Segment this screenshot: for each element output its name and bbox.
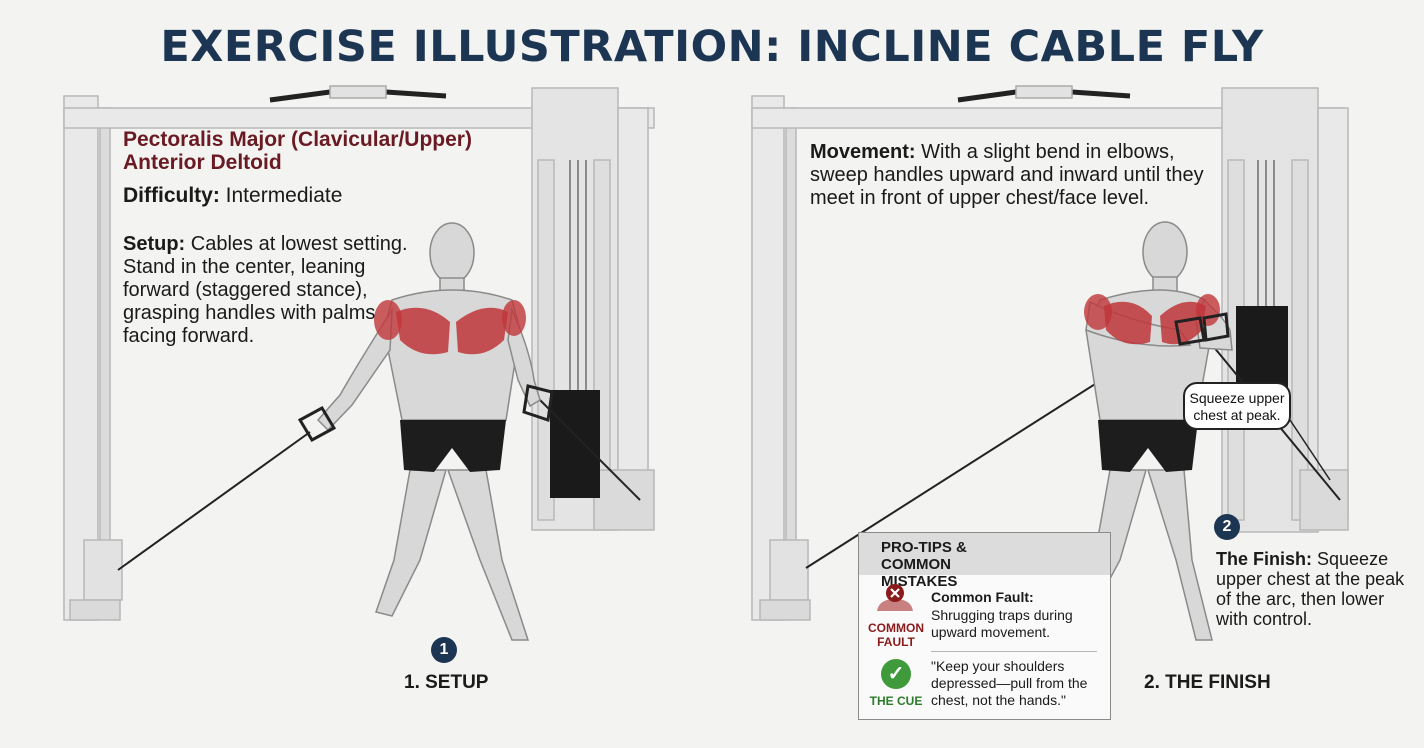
difficulty-value: Intermediate: [225, 184, 343, 207]
difficulty: Difficulty: Intermediate: [123, 185, 342, 207]
cable-machine-left: [63, 87, 655, 621]
movement-label: Movement:: [810, 141, 916, 163]
page-title: EXERCISE ILLUSTRATION: INCLINE CABLE FLY: [160, 22, 1264, 72]
setup-text: Cables at lowest setting. Stand in the c…: [123, 233, 408, 347]
fault-badge: COMMON FAULT: [868, 621, 924, 649]
cue-badge: THE CUE: [869, 694, 923, 708]
protips-panel: PRO-TIPS & COMMON MISTAKES COMMON FAULT …: [858, 532, 1111, 720]
setup-label: Setup:: [123, 233, 186, 255]
finish-text: Squeeze upper chest at the peak of the a…: [1216, 549, 1405, 629]
cable-stack-right: [1257, 160, 1275, 310]
cable-stack-left: [569, 160, 587, 400]
movement-instructions: Movement: With a slight bend in elbows, …: [810, 141, 1230, 210]
fault-text: Shrugging traps during upward movement.: [931, 607, 1073, 640]
fault-title: Common Fault:: [931, 589, 1034, 605]
step-1-label: 1. SETUP: [404, 672, 489, 693]
primary-muscle: Pectoralis Major (Clavicular/Upper): [123, 128, 472, 151]
check-icon: ✓: [881, 659, 911, 689]
difficulty-label: Difficulty:: [123, 184, 220, 207]
cable-left-low: [117, 431, 311, 571]
cable-machine-right: [751, 87, 1349, 621]
finish-label: The Finish:: [1216, 549, 1312, 569]
step-2-number: 2: [1214, 514, 1240, 540]
weight-stack-left: [550, 390, 600, 498]
figure-finish: [1072, 221, 1233, 641]
pull-up-bar-left: [269, 85, 447, 103]
person-x-icon: [877, 584, 913, 611]
cable-right-low: [539, 399, 641, 501]
cue-text: "Keep your shoulders depressed—pull from…: [931, 658, 1088, 708]
pull-up-bar-right: [957, 85, 1131, 103]
target-muscles: Pectoralis Major (Clavicular/Upper) Ante…: [123, 128, 543, 174]
step-2-label: 2. THE FINISH: [1144, 672, 1271, 693]
protips-header: PRO-TIPS & COMMON MISTAKES: [859, 533, 1110, 590]
callout-pointer: [1289, 419, 1331, 481]
weight-stack-right: [1236, 306, 1288, 396]
figure-setup: [297, 222, 554, 641]
squeeze-callout: Squeeze upper chest at peak.: [1183, 382, 1291, 430]
finish-instructions: The Finish: Squeeze upper chest at the p…: [1216, 549, 1416, 629]
setup-instructions: Setup: Cables at lowest setting. Stand i…: [123, 233, 423, 348]
protips-divider: [931, 651, 1097, 652]
movement-text: With a slight bend in elbows, sweep hand…: [810, 141, 1204, 209]
step-1-number: 1: [431, 637, 457, 663]
secondary-muscle: Anterior Deltoid: [123, 151, 282, 174]
